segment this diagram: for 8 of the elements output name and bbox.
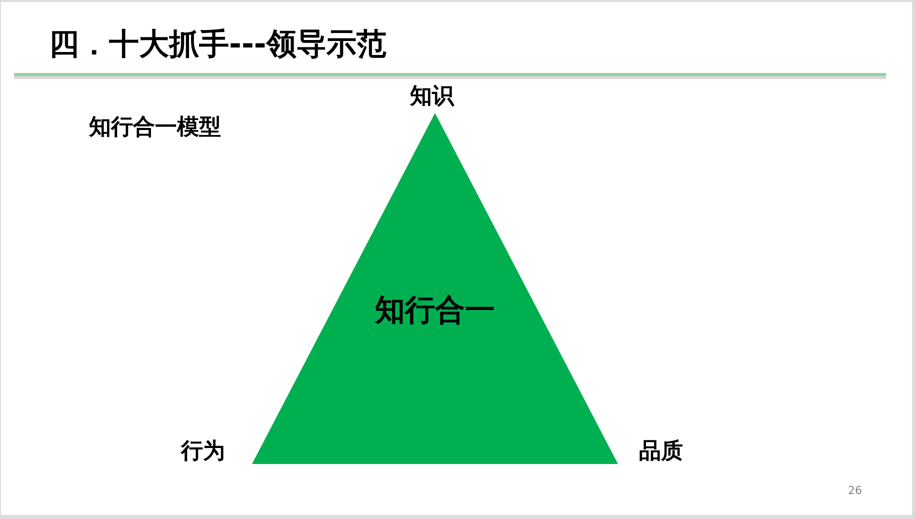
page-number: 26: [848, 484, 862, 497]
corner-label: 知识: [410, 84, 454, 110]
model-heading: 知行合一模型: [89, 115, 221, 141]
shape-label: 知行合一: [375, 293, 495, 329]
triangle: [252, 113, 618, 464]
corner-label: 品质: [639, 439, 683, 465]
slide-title: 四．十大抓手---领导示范: [49, 27, 386, 63]
corner-label: 行为: [181, 439, 225, 465]
